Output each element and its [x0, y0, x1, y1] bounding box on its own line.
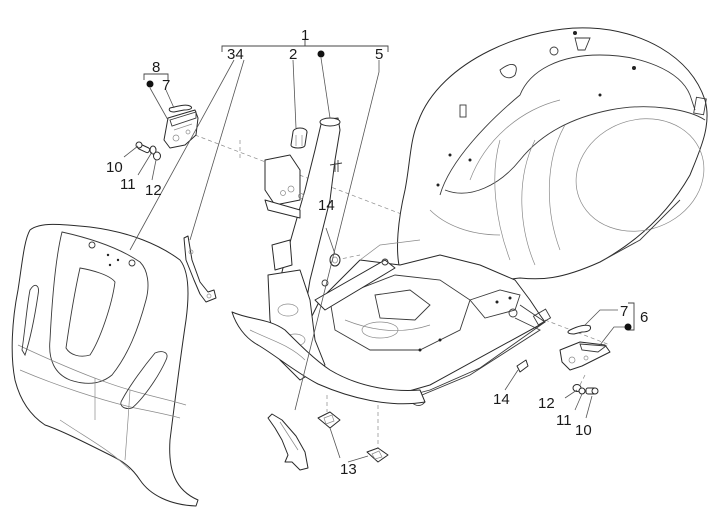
alignment-line-right-hook: [544, 319, 611, 346]
leader-lines: [123, 40, 635, 463]
steering-tube-frame[interactable]: [231, 117, 426, 405]
wire-clip-left[interactable]: [168, 104, 193, 113]
leader-7-right: [584, 309, 618, 326]
callout-10-left[interactable]: 10: [106, 159, 123, 176]
callout-8[interactable]: 8: [152, 59, 160, 76]
leader-13-b: [347, 455, 369, 463]
callout-7-right[interactable]: 7: [620, 303, 628, 320]
callout-7-left[interactable]: 7: [162, 77, 170, 94]
wire-clip-right[interactable]: [567, 324, 591, 335]
group-bracket-6: [628, 302, 635, 331]
callout-34[interactable]: 34: [227, 46, 244, 63]
kit-marker-1: [317, 50, 325, 58]
kit-marker-8: [146, 80, 154, 88]
leader-2: [292, 59, 297, 129]
callout-11-right[interactable]: 11: [556, 412, 572, 429]
alignment-line-right-screw: [579, 374, 586, 386]
leader-kit-8: [149, 87, 169, 121]
left-hook-assembly[interactable]: [163, 109, 199, 149]
leader-11-left: [137, 151, 153, 176]
legshield-bracket[interactable]: [183, 235, 217, 303]
callout-labels: 1 34 2 5 8 7 10 11 12 14 7 6 14 12 11 10…: [106, 27, 648, 478]
leader-14-lower: [504, 369, 519, 391]
leader-14-upper: [325, 227, 336, 255]
group-bracket-1: [221, 45, 389, 52]
leader-13-a: [329, 427, 341, 459]
kit-marker-6: [624, 323, 632, 331]
screw-right[interactable]: [585, 387, 599, 395]
washer-left[interactable]: [149, 145, 157, 155]
alignment-lines: [194, 134, 611, 450]
leader-4: [189, 59, 245, 241]
callout-12-right[interactable]: 12: [538, 395, 555, 412]
leader-kit-1: [320, 57, 331, 119]
leader-12-left: [151, 159, 157, 181]
floor-pan[interactable]: [299, 239, 552, 406]
grommet-lower[interactable]: [516, 359, 529, 373]
washer-right[interactable]: [578, 387, 586, 395]
leader-10-left: [123, 145, 139, 158]
spacer-left[interactable]: [153, 151, 161, 161]
leader-kit-6: [599, 326, 625, 346]
side-cover-strip[interactable]: [267, 413, 309, 471]
callout-10-right[interactable]: 10: [575, 422, 592, 439]
leader-11-right: [574, 393, 583, 411]
callout-11-left[interactable]: 11: [120, 176, 136, 193]
callout-12-left[interactable]: 12: [145, 182, 162, 199]
leader-7-left: [165, 89, 175, 109]
leader-5: [294, 60, 380, 411]
leader-10-right: [585, 395, 593, 419]
front-legshield[interactable]: [11, 223, 199, 507]
callout-13[interactable]: 13: [340, 461, 357, 478]
screw-left[interactable]: [135, 141, 151, 154]
left-fasteners[interactable]: [135, 141, 161, 161]
right-fasteners[interactable]: [572, 384, 599, 395]
rubber-plug-2[interactable]: [366, 447, 389, 463]
leader-3: [129, 59, 235, 251]
callout-6[interactable]: 6: [640, 309, 648, 326]
callout-14-lower[interactable]: 14: [493, 391, 510, 408]
bushing[interactable]: [290, 127, 308, 149]
rubber-plug-1[interactable]: [317, 411, 341, 429]
right-hook-assembly[interactable]: [559, 341, 611, 371]
callout-14-upper[interactable]: 14: [318, 197, 335, 214]
leader-12-right: [564, 389, 578, 399]
callout-5[interactable]: 5: [375, 46, 383, 63]
callout-2[interactable]: 2: [289, 46, 297, 63]
group-bracket-8: [143, 73, 169, 80]
callout-1[interactable]: 1: [301, 27, 309, 44]
rear-body-shell[interactable]: [397, 27, 720, 291]
